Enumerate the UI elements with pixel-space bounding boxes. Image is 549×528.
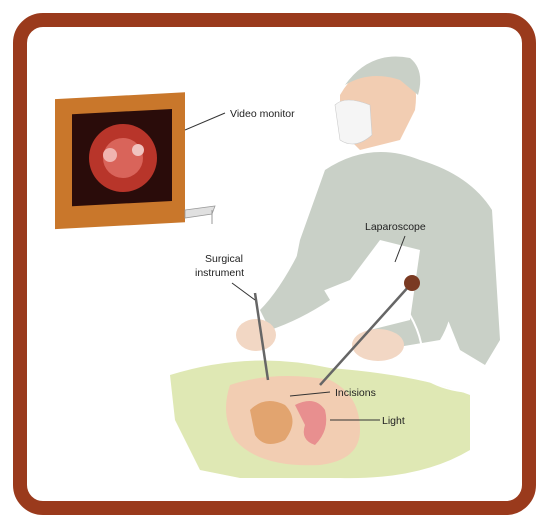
label-surgical-instrument-2: instrument (195, 267, 244, 279)
video-monitor-icon (55, 92, 215, 229)
label-incisions: Incisions (335, 387, 376, 399)
label-video-monitor: Video monitor (230, 108, 295, 120)
label-surgical-instrument-1: Surgical (205, 253, 243, 265)
label-light: Light (382, 415, 405, 427)
surgeon-figure (236, 57, 500, 365)
label-laparoscope: Laparoscope (365, 221, 426, 233)
